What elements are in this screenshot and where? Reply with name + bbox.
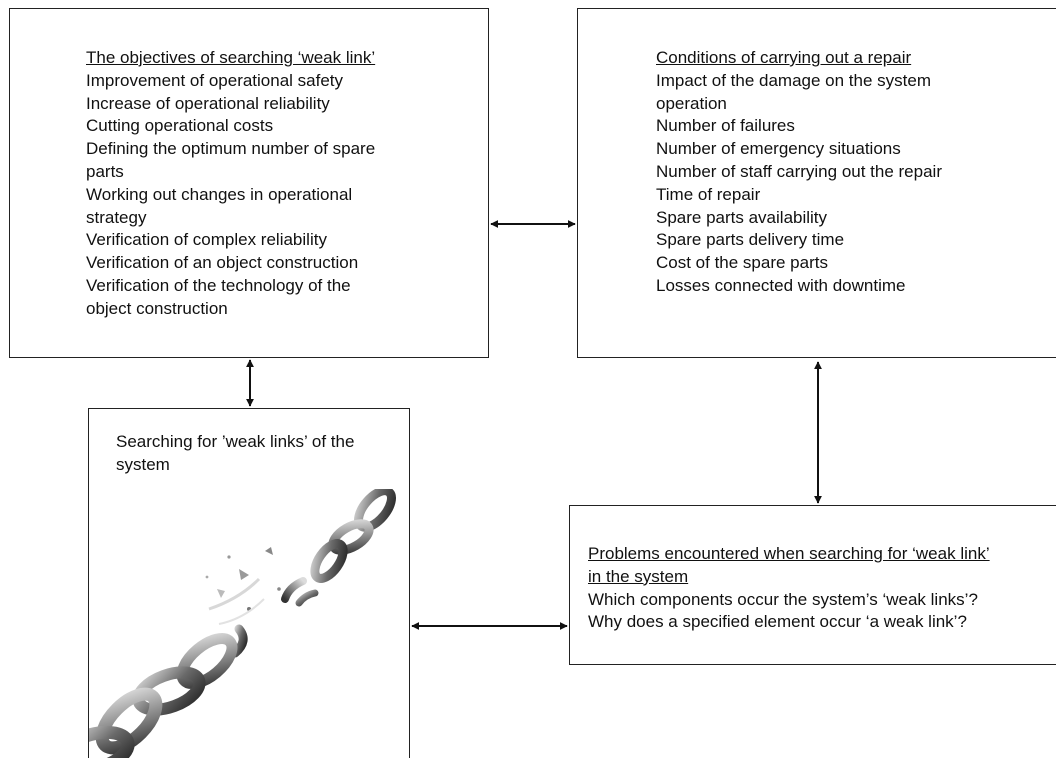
objectives-item: Cutting operational costs xyxy=(86,116,274,136)
objectives-title: The objectives of searching ‘weak link’ xyxy=(86,48,376,67)
conditions-item: Cost of the spare parts xyxy=(656,253,828,273)
conditions-text: Conditions of carrying out a repair Impa… xyxy=(656,47,942,298)
problems-item: Which components occur the system’s ‘wea… xyxy=(588,589,978,609)
objectives-item: Verification of an object construction xyxy=(86,253,359,273)
objectives-text: The objectives of searching ‘weak link’ … xyxy=(86,47,375,321)
objectives-item: Verification of complex reliability xyxy=(86,230,327,250)
lower-chain-links xyxy=(89,624,248,758)
broken-chain-image xyxy=(88,489,410,758)
searching-line: Searching for ’weak links’ of the xyxy=(116,432,355,451)
conditions-item: Number of emergency situations xyxy=(656,139,901,159)
objectives-item: Defining the optimum number of spare xyxy=(86,139,376,159)
problems-title-line: in the system xyxy=(588,566,689,586)
broken-chain-illustration xyxy=(89,489,396,758)
conditions-box: Conditions of carrying out a repair Impa… xyxy=(577,8,1056,358)
objectives-item: parts xyxy=(86,161,124,181)
conditions-item: Impact of the damage on the system xyxy=(656,70,931,90)
conditions-item: Losses connected with downtime xyxy=(656,275,906,295)
problems-title-line: Problems encountered when searching for … xyxy=(588,544,990,563)
objectives-item: strategy xyxy=(86,207,147,227)
objectives-item: Improvement of operational safety xyxy=(86,70,344,90)
break-fragments xyxy=(205,547,281,625)
conditions-item: Spare parts delivery time xyxy=(656,230,845,250)
conditions-title: Conditions of carrying out a repair xyxy=(656,48,912,67)
objectives-box: The objectives of searching ‘weak link’ … xyxy=(9,8,489,358)
problems-item: Why does a specified element occur ‘a we… xyxy=(588,612,967,632)
objectives-item: Working out changes in operational xyxy=(86,184,353,204)
objectives-item: Verification of the technology of the xyxy=(86,275,351,295)
searching-line: system xyxy=(116,454,170,474)
upper-chain-links xyxy=(281,489,396,607)
problems-box: Problems encountered when searching for … xyxy=(569,505,1056,665)
searching-text: Searching for ’weak links’ of the system xyxy=(116,431,354,477)
objectives-item: object construction xyxy=(86,298,228,318)
problems-text: Problems encountered when searching for … xyxy=(588,543,990,634)
conditions-item: Spare parts availability xyxy=(656,207,828,227)
conditions-item: Number of staff carrying out the repair xyxy=(656,161,942,181)
conditions-item: operation xyxy=(656,93,727,113)
objectives-item: Increase of operational reliability xyxy=(86,93,330,113)
conditions-item: Number of failures xyxy=(656,116,795,136)
conditions-item: Time of repair xyxy=(656,184,761,204)
